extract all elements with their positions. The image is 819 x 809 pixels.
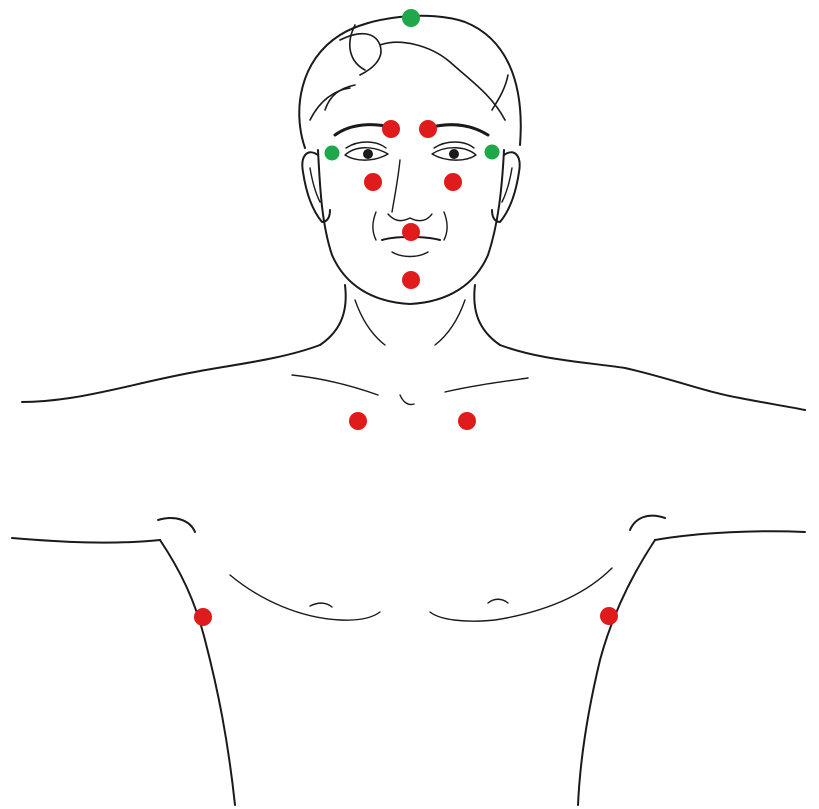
temple-right-point bbox=[485, 145, 500, 160]
chin-point bbox=[402, 271, 420, 289]
upper-lip-point bbox=[402, 223, 420, 241]
cheek-left-point bbox=[364, 173, 382, 191]
chest-left-point bbox=[349, 412, 367, 430]
side-left-point bbox=[194, 608, 212, 626]
torso-outline bbox=[12, 345, 805, 805]
cheek-right-point bbox=[444, 173, 462, 191]
side-right-point bbox=[600, 607, 618, 625]
crown-point bbox=[402, 9, 420, 27]
brow-left-point bbox=[382, 120, 400, 138]
brow-right-point bbox=[419, 120, 437, 138]
temple-left-point bbox=[325, 146, 340, 161]
neck-outline bbox=[320, 285, 500, 345]
red-points bbox=[194, 120, 618, 626]
green-points bbox=[325, 9, 500, 161]
chest-right-point bbox=[458, 412, 476, 430]
